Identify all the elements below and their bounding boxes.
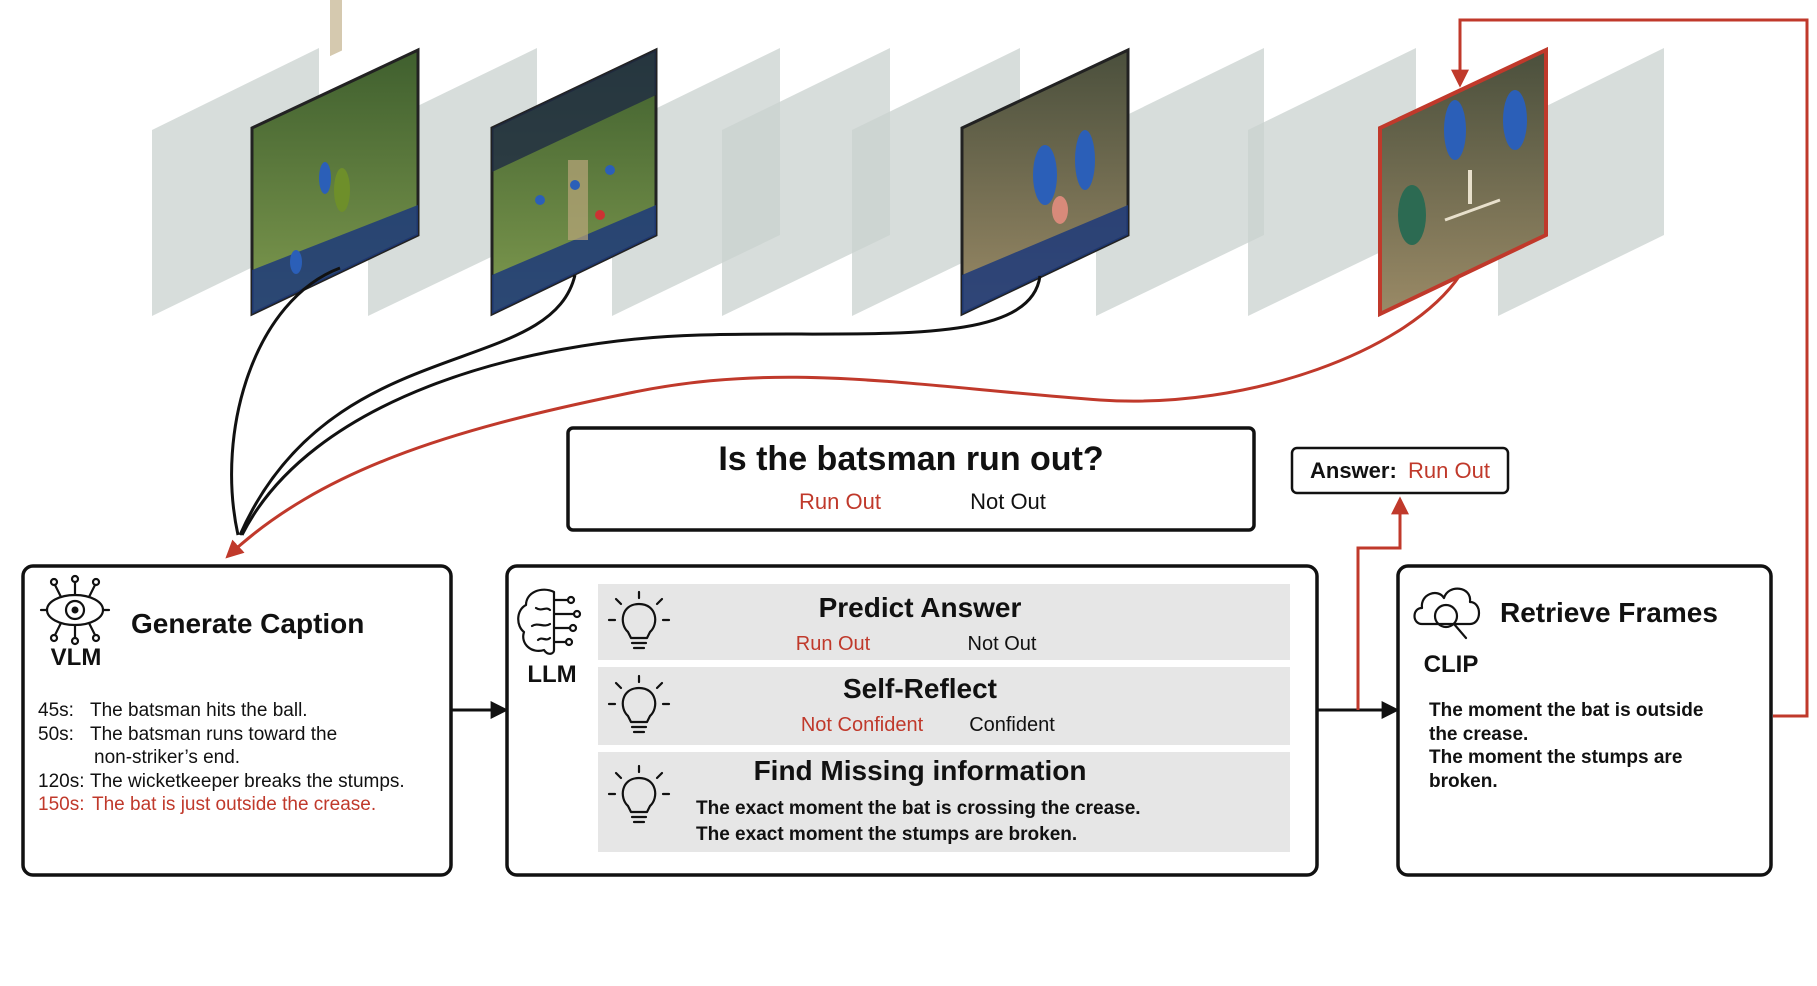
step-title: Predict Answer bbox=[819, 592, 1022, 623]
llm-box: LLM Predict Answer Run Out Not Out bbox=[505, 564, 1319, 877]
step-title: Find Missing information bbox=[754, 755, 1087, 786]
step-predict-answer: Predict Answer Run Out Not Out bbox=[598, 584, 1290, 660]
ghost-frame bbox=[1248, 48, 1416, 316]
lightbulb-icon bbox=[607, 764, 671, 824]
caption-time: 45s: bbox=[38, 700, 74, 721]
missing-info-line: The exact moment the stumps are broken. bbox=[696, 824, 1077, 845]
lightbulb-icon bbox=[607, 590, 671, 650]
frame-to-vlm-connectors bbox=[225, 266, 1462, 559]
caption-text: The batsman runs toward the bbox=[90, 724, 337, 745]
vlm-box: VLM Generate Caption 45s: The batsman hi… bbox=[21, 564, 453, 877]
caption-text: The wicketkeeper breaks the stumps. bbox=[90, 771, 405, 792]
step-option-not-out: Not Out bbox=[968, 633, 1037, 655]
video-frame-strip bbox=[152, 0, 1664, 318]
caption-time: 50s: bbox=[38, 724, 74, 745]
step-option-run-out: Run Out bbox=[796, 633, 871, 655]
missing-info-line: The exact moment the bat is crossing the… bbox=[696, 798, 1141, 819]
llm-to-answer-arrow bbox=[1356, 496, 1409, 710]
sampled-frame-3 bbox=[960, 47, 1130, 317]
vlm-box-title: Generate Caption bbox=[131, 608, 364, 639]
sampled-frame-1 bbox=[250, 0, 420, 317]
clip-query-line: The moment the stumps are bbox=[1429, 747, 1682, 768]
step-option-not-confident: Not Confident bbox=[801, 714, 924, 736]
step-find-missing-information: Find Missing information The exact momen… bbox=[598, 752, 1290, 852]
question-option-run-out: Run Out bbox=[799, 489, 881, 514]
clip-query-line: broken. bbox=[1429, 771, 1498, 792]
caption-time: 120s: bbox=[38, 771, 84, 792]
clip-query-line: the crease. bbox=[1429, 724, 1528, 745]
ghost-frame bbox=[1096, 48, 1264, 316]
ghost-frame bbox=[722, 48, 890, 316]
cloud-search-icon bbox=[1413, 587, 1481, 640]
clip-query-lines: The moment the bat is outside the crease… bbox=[1429, 700, 1703, 792]
vlm-model-label: VLM bbox=[51, 644, 102, 671]
sampled-frame-2 bbox=[490, 47, 658, 317]
retrieved-frame bbox=[1378, 46, 1548, 318]
step-title: Self-Reflect bbox=[843, 673, 997, 704]
clip-box: CLIP Retrieve Frames The moment the bat … bbox=[1396, 564, 1773, 877]
clip-query-line: The moment the bat is outside bbox=[1429, 700, 1703, 721]
caption-text: The batsman hits the ball. bbox=[90, 700, 308, 721]
question-text: Is the batsman run out? bbox=[718, 440, 1103, 478]
question-option-not-out: Not Out bbox=[970, 489, 1046, 514]
answer-value: Run Out bbox=[1408, 458, 1490, 483]
step-self-reflect: Self-Reflect Not Confident Confident bbox=[598, 667, 1290, 745]
clip-model-label: CLIP bbox=[1424, 651, 1479, 678]
lightbulb-icon bbox=[607, 674, 671, 734]
caption-time-highlight: 150s: bbox=[38, 794, 84, 815]
eye-network-icon bbox=[39, 574, 111, 646]
clip-to-frame-loop bbox=[1451, 18, 1809, 718]
caption-text-highlight: The bat is just outside the crease. bbox=[92, 794, 376, 815]
clip-box-title: Retrieve Frames bbox=[1500, 597, 1718, 628]
caption-text-cont: non-striker’s end. bbox=[94, 747, 240, 768]
answer-label: Answer: bbox=[1310, 458, 1397, 483]
caption-list: 45s: The batsman hits the ball. 50s: The… bbox=[38, 700, 405, 815]
llm-model-label: LLM bbox=[527, 661, 576, 688]
answer-box: Answer: Run Out bbox=[1290, 446, 1510, 495]
brain-circuit-icon bbox=[517, 588, 582, 655]
step-option-confident: Confident bbox=[969, 714, 1055, 736]
question-box: Is the batsman run out? Run Out Not Out bbox=[566, 426, 1256, 532]
